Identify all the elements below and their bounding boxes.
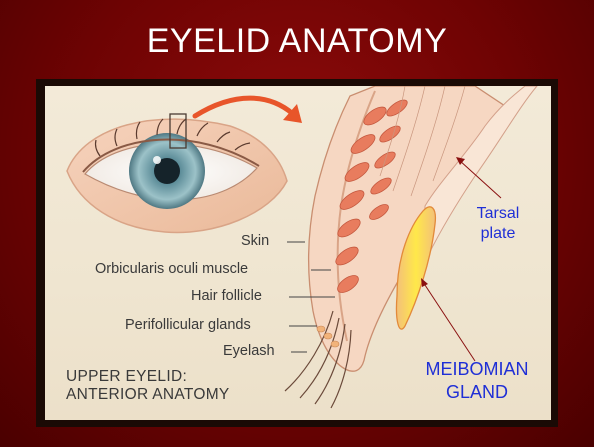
caption-line-2: ANTERIOR ANATOMY	[66, 386, 230, 404]
anatomy-illustration: Skin Orbicularis oculi muscle Hair folli…	[45, 86, 551, 420]
label-skin: Skin	[241, 233, 269, 249]
tarsal-label-line-2: plate	[463, 224, 533, 244]
pointer-arrow	[195, 98, 302, 123]
tarsal-label-line-1: Tarsal	[463, 204, 533, 224]
caption-line-1: UPPER EYELID:	[66, 368, 187, 386]
slide-title: EYELID ANATOMY	[0, 22, 594, 61]
label-perifollicular: Perifollicular glands	[125, 317, 251, 333]
meibomian-label-line-1: MEIBOMIAN	[407, 358, 547, 381]
label-eyelash: Eyelash	[223, 343, 275, 359]
meibomian-gland-label: MEIBOMIAN GLAND	[407, 358, 547, 404]
meibomian-label-line-2: GLAND	[407, 381, 547, 404]
eye-drawing	[67, 114, 287, 232]
label-orbicularis: Orbicularis oculi muscle	[95, 261, 248, 277]
label-hair-follicle: Hair follicle	[191, 288, 262, 304]
tarsal-plate-label: Tarsal plate	[463, 204, 533, 244]
